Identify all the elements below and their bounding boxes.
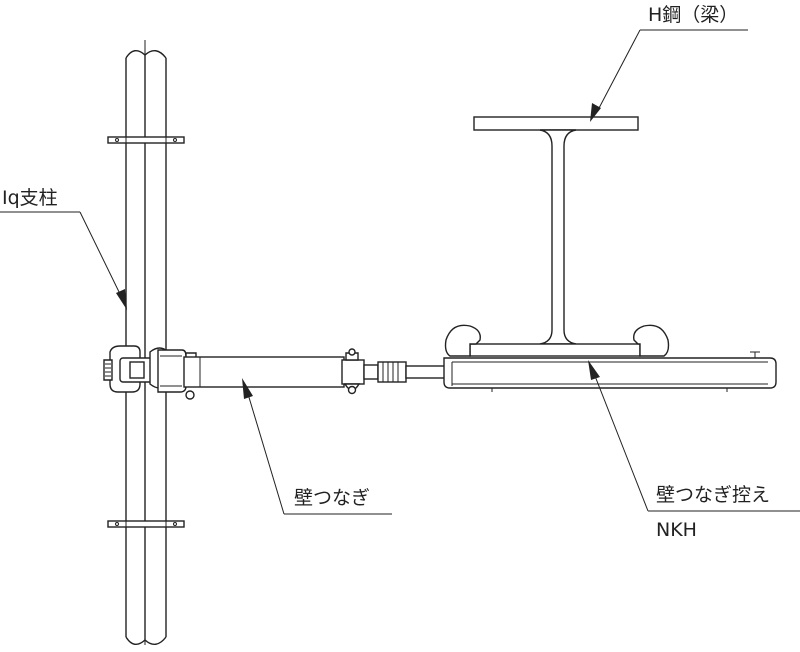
wall-tie-assembly bbox=[183, 348, 447, 395]
h-beam-web bbox=[539, 129, 577, 345]
h-beam-top-flange bbox=[473, 116, 639, 131]
h-beam-bottom-flange bbox=[469, 343, 641, 357]
column-flange-lower bbox=[107, 520, 185, 528]
column-bottom-break bbox=[125, 636, 167, 645]
column-flange-upper bbox=[107, 136, 185, 144]
label-model-code: NKH bbox=[656, 519, 697, 541]
column-top-break bbox=[125, 50, 167, 59]
h-beam bbox=[464, 116, 652, 357]
brace-left-hook bbox=[444, 324, 481, 357]
leader-h-beam bbox=[590, 29, 748, 122]
label-h-beam: H鋼（梁） bbox=[648, 4, 738, 26]
leader-wall-tie bbox=[242, 378, 392, 515]
wall-tie-brace-nkh bbox=[443, 324, 777, 392]
brace-right-hook bbox=[633, 324, 670, 357]
column-clamp bbox=[103, 345, 197, 400]
leader-wall-tie-brace bbox=[588, 360, 800, 512]
leader-iq-column bbox=[0, 211, 127, 310]
wall-tie-rod bbox=[405, 365, 447, 379]
wall-tie-tube bbox=[183, 356, 345, 388]
wall-tie-coupler bbox=[341, 359, 365, 385]
brace-base-plate bbox=[443, 357, 777, 389]
wall-tie-threaded-nut bbox=[377, 361, 407, 383]
label-wall-tie: 壁つなぎ bbox=[294, 487, 370, 509]
iq-column bbox=[107, 40, 185, 645]
label-iq-column: Iq支柱 bbox=[2, 187, 58, 209]
label-wall-tie-brace: 壁つなぎ控え bbox=[656, 484, 770, 506]
